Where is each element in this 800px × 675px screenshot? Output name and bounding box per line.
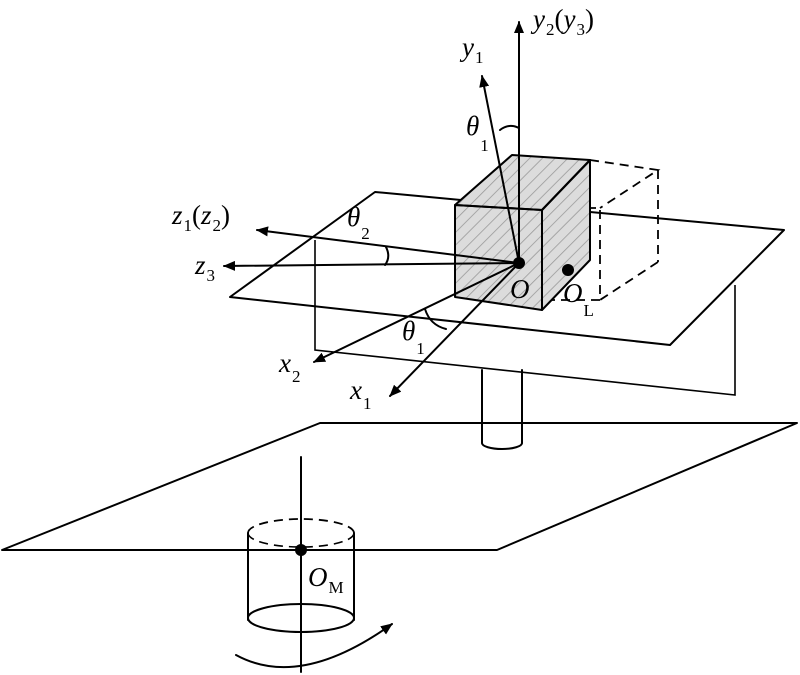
dashed-block — [542, 159, 661, 301]
origin-m-point — [295, 544, 307, 556]
label-y1: y1 — [459, 32, 483, 67]
lower-platform: OM — [1, 422, 798, 673]
label-theta1-bottom: θ1 — [402, 316, 425, 358]
angle-arc-theta2 — [384, 246, 390, 266]
upper-plane — [229, 191, 785, 346]
axis-z3 — [223, 260, 520, 271]
label-x1: x1 — [349, 375, 371, 413]
origin-o-point — [513, 257, 525, 269]
label-origin-l: OL — [563, 278, 594, 320]
labels: y2(y3) y1 θ1 z1(z2) θ2 z3 O OL θ1 x2 x1 — [171, 4, 594, 413]
axis-x2 — [313, 262, 520, 363]
axis-y1 — [479, 75, 520, 264]
label-z3: z3 — [194, 250, 215, 285]
upper-platform — [229, 191, 785, 396]
lower-plane — [1, 422, 798, 551]
label-x2: x2 — [278, 348, 300, 386]
axis-x1 — [389, 262, 520, 397]
payload-block — [454, 154, 591, 311]
vertical-plate — [314, 240, 736, 396]
label-origin-m: OM — [308, 562, 344, 597]
label-z1-z2: z1(z2) — [171, 200, 230, 235]
label-origin-o: O — [510, 274, 530, 304]
angle-arc-theta1-bottom — [424, 308, 447, 330]
label-theta1-top: θ1 — [466, 111, 489, 155]
angle-arc-theta1-top — [499, 124, 520, 131]
support-column — [481, 369, 523, 450]
label-y2-y3: y2(y3) — [530, 4, 594, 39]
base-cylinder — [247, 518, 355, 633]
origin-l-point — [562, 264, 574, 276]
rotation-arrow — [235, 623, 393, 669]
axes — [223, 21, 574, 397]
axis-z1 — [256, 226, 520, 264]
label-theta2: θ2 — [347, 202, 370, 243]
